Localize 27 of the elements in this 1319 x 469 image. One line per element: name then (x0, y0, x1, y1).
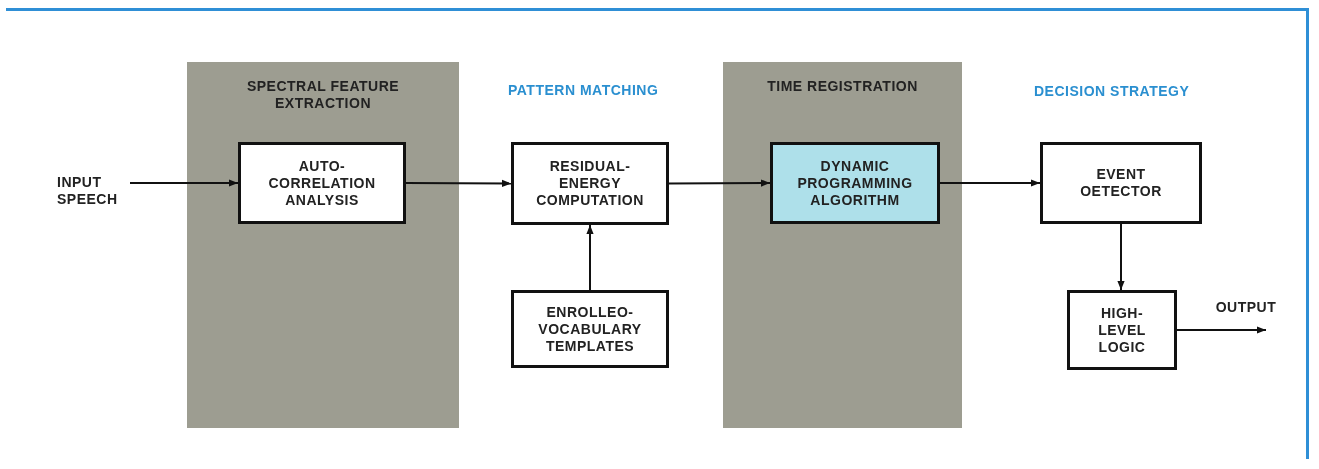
box-label: HIGH-LEVEL LOGIC (1097, 304, 1147, 356)
process-box (511, 142, 669, 225)
box-label: EVENT OETECTOR (1079, 166, 1163, 200)
process-box (1040, 142, 1202, 224)
process-box (1067, 290, 1177, 370)
stage-panel (723, 62, 962, 428)
stage-heading: DECISION STRATEGY (1034, 83, 1190, 99)
arrow (1176, 326, 1267, 334)
stage-heading: PATTERN MATCHING (508, 82, 659, 98)
box-label: DYNAMIC PROGRAMMING ALGORITHM (796, 157, 914, 209)
arrow (939, 179, 1041, 187)
stage-panel (187, 62, 459, 428)
input-label: INPUT SPEECH (57, 174, 119, 208)
process-box (511, 290, 669, 368)
output-label: OUTPUT (1215, 299, 1277, 316)
process-box (770, 142, 940, 224)
box-label: RESIDUAL-ENERGY COMPUTATION (535, 158, 645, 209)
arrow (129, 179, 239, 187)
arrow (586, 224, 594, 291)
stage-heading: TIME REGISTRATION (766, 78, 919, 95)
arrow (668, 179, 771, 187)
arrow (405, 179, 512, 188)
box-label: ENROLLEO-VOCABULARY TEMPLATES (537, 303, 643, 355)
box-label: AUTO-CORRELATION ANALYSIS (267, 157, 377, 209)
arrow (1117, 223, 1125, 291)
process-box (238, 142, 406, 224)
stage-heading: SPECTRAL FEATURE EXTRACTION (245, 78, 401, 112)
